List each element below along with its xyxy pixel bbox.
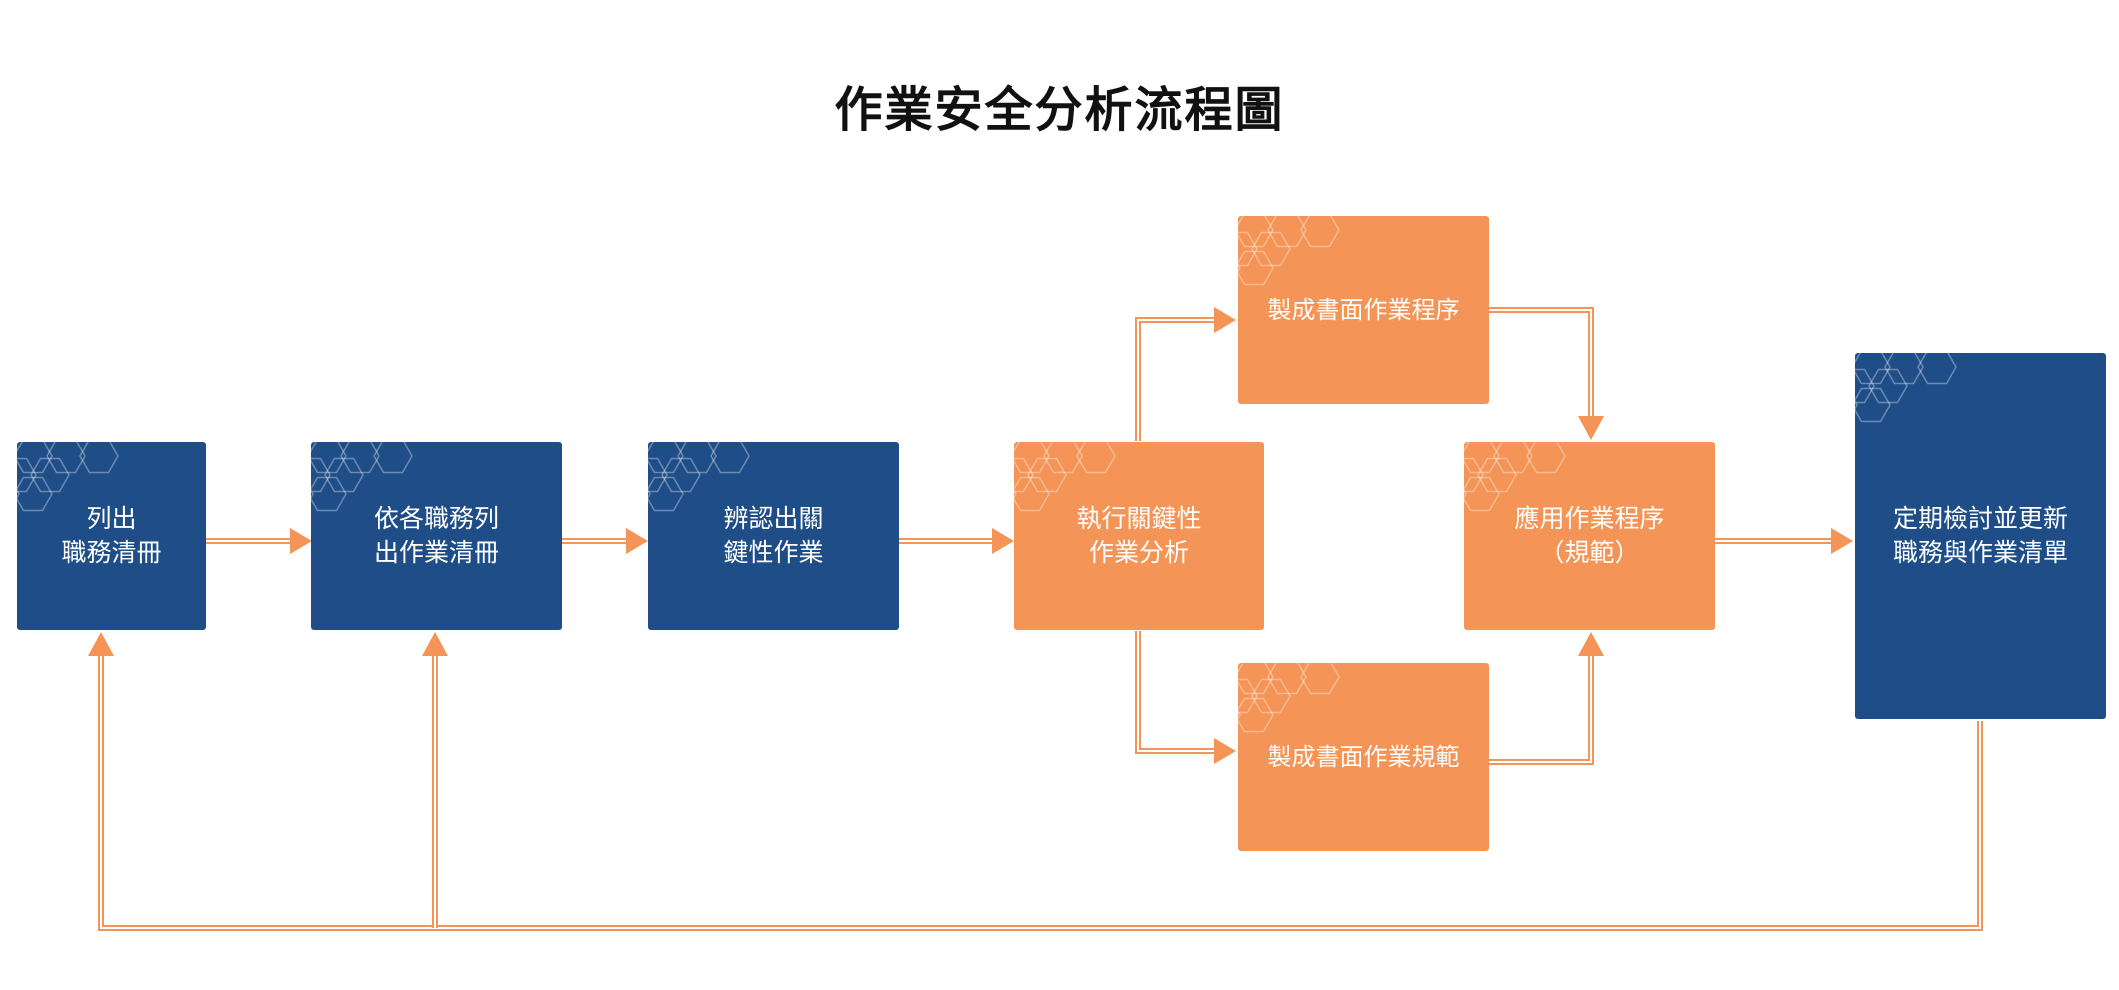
step-analyze-critical: 執行關鍵性 作業分析 — [1014, 442, 1264, 630]
hexagon-pattern-icon — [1238, 216, 1340, 286]
node-label: 依各職務列 出作業清冊 — [373, 504, 499, 567]
step-review-update: 定期檢討並更新 職務與作業清單 — [1855, 353, 2106, 719]
step-list-tasks: 依各職務列 出作業清冊 — [311, 442, 562, 630]
hexagon-pattern-icon — [648, 442, 750, 512]
hexagon-pattern-icon — [1464, 442, 1566, 512]
step-written-procedure: 製成書面作業程序 — [1238, 216, 1489, 404]
arrow-n4-n5 — [1135, 307, 1236, 441]
arrow-feedback-loop — [88, 632, 1983, 931]
node-label: 製成書面作業規範 — [1267, 743, 1460, 771]
hexagon-pattern-icon — [1238, 663, 1340, 733]
node-label: 執行關鍵性 作業分析 — [1076, 504, 1202, 567]
node-label: 應用作業程序 （規範） — [1514, 504, 1665, 567]
hexagon-pattern-icon — [17, 442, 119, 512]
arrow-n5-n7 — [1489, 307, 1604, 440]
step-list-jobs: 列出 職務清冊 — [17, 442, 206, 630]
node-label: 製成書面作業程序 — [1267, 296, 1460, 324]
step-identify-critical: 辨認出關 鍵性作業 — [648, 442, 899, 630]
step-apply-procedure: 應用作業程序 （規範） — [1464, 442, 1715, 630]
page-title: 作業安全分析流程圖 — [834, 82, 1285, 138]
arrow-n1-n2 — [206, 528, 312, 554]
step-written-specification: 製成書面作業規範 — [1238, 663, 1489, 851]
arrow-n2-n3 — [562, 528, 648, 554]
arrow-n6-n7 — [1489, 632, 1604, 765]
arrow-n3-n4 — [899, 528, 1014, 554]
node-label: 列出 職務清冊 — [61, 504, 162, 567]
node-label: 定期檢討並更新 職務與作業清單 — [1892, 504, 2068, 567]
hexagon-pattern-icon — [1014, 442, 1116, 512]
arrow-n4-n6 — [1135, 631, 1236, 764]
node-label: 辨認出關 鍵性作業 — [723, 504, 824, 567]
hexagon-pattern-icon — [1855, 353, 1957, 423]
arrow-feedback-n2 — [422, 632, 448, 928]
hexagon-pattern-icon — [311, 442, 413, 512]
arrow-n7-n8 — [1715, 528, 1853, 554]
